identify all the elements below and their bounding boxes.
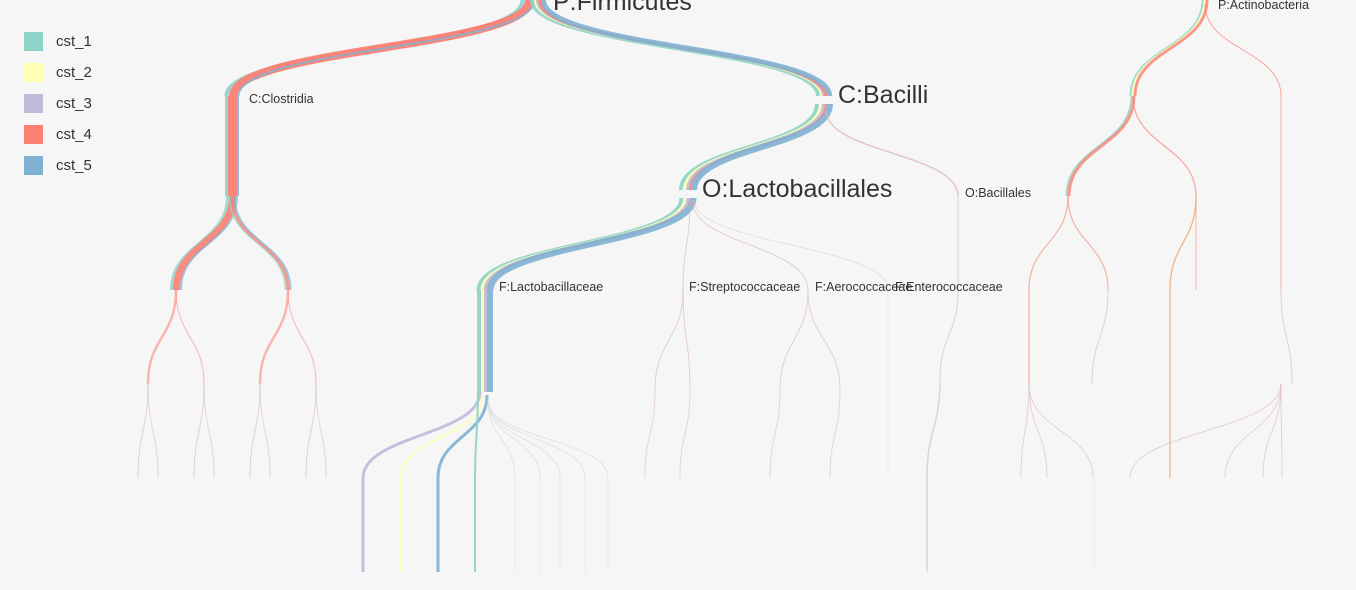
tree-link [1067,195,1109,291]
tree-link [1091,289,1109,385]
node-label-bacillales[interactable]: O:Bacillales [965,186,1031,200]
tree-link [1280,383,1283,479]
legend-swatch [24,32,43,51]
tree-link [1262,383,1282,479]
tree-link [228,195,287,291]
tree-link [233,195,292,291]
node-label-enterococcaceae[interactable]: F:Enterococcaceae [895,280,1003,294]
node-label-firmicutes[interactable]: P:Firmicutes [553,0,692,16]
node-label-streptococcaceae[interactable]: F:Streptococcaceae [689,280,800,294]
tree-link [203,383,215,479]
tree-link [1129,0,1204,97]
legend-swatch [24,125,43,144]
tree-link [1129,383,1282,479]
tree-link [682,289,691,391]
tree-link [487,399,561,479]
tree-link [474,391,479,479]
tree-link [769,389,781,479]
tree-link [287,289,317,385]
tree-link [1280,289,1293,385]
tree-link [644,389,656,479]
legend-label: cst_2 [56,64,92,81]
node-label-lactobacillaceae[interactable]: F:Lactobacillaceae [499,280,603,294]
tree-link [682,199,691,291]
tree-link [1204,3,1282,97]
legend-label: cst_5 [56,157,92,174]
tree-link [487,399,609,479]
tree-link [1132,95,1197,197]
tree-link [147,383,159,479]
tree-link [173,195,236,291]
tree-link [1224,383,1282,479]
tree-link [137,383,149,479]
tree-link [436,394,489,479]
tree-link [487,399,516,479]
tree-labels: P:Firmicutes P:Actinobacteria C:Clostrid… [249,0,1309,294]
tree-link [400,394,484,479]
tree-link [679,389,691,479]
tree-link [305,383,317,479]
tree-link [193,383,205,479]
legend: cst_1 cst_2 cst_3 cst_4 cst_5 [24,26,92,181]
tree-links [137,0,1293,572]
tree-link [691,199,809,291]
legend-label: cst_3 [56,95,92,112]
tree-link [237,0,536,97]
tree-link [1133,0,1209,97]
tree-link [939,289,959,381]
legend-swatch [24,156,43,175]
tree-link [487,197,697,291]
legend-swatch [24,63,43,82]
node-label-aerococcaceae[interactable]: F:Aerococcaceae [815,280,912,294]
legend-item-cst-3[interactable]: cst_3 [24,88,92,119]
tree-link [487,399,586,479]
tree-link [541,0,832,97]
node-label-bacilli[interactable]: C:Bacilli [838,81,928,109]
tree-link [249,383,261,479]
node-label-actinobacteria[interactable]: P:Actinobacteria [1218,0,1309,12]
tree-link [691,103,833,191]
legend-item-cst-2[interactable]: cst_2 [24,57,92,88]
tree-link [807,289,841,391]
node-label-lactobacillales[interactable]: O:Lactobacillales [702,175,892,203]
tree-link [1028,383,1048,479]
tree-link [146,289,178,385]
tree-link [1067,95,1136,197]
legend-item-cst-5[interactable]: cst_5 [24,150,92,181]
tree-link [1020,383,1030,479]
tree-link [654,289,684,391]
node-label-clostridia[interactable]: C:Clostridia [249,92,314,106]
tree-link [825,109,959,197]
legend-label: cst_4 [56,126,92,143]
legend-swatch [24,94,43,113]
legend-item-cst-4[interactable]: cst_4 [24,119,92,150]
tree-link [175,289,205,385]
tree-link [1065,95,1133,197]
tree-link [258,289,290,385]
tree-link [315,383,327,479]
tree-link [1169,195,1197,291]
tree-link [926,379,941,479]
legend-item-cst-1[interactable]: cst_1 [24,26,92,57]
tree-link [829,389,841,479]
tree-link [361,391,482,479]
tree-link [1028,195,1069,291]
tree-link [779,289,809,391]
tree-link [693,199,889,291]
tree-link [259,383,271,479]
legend-label: cst_1 [56,33,92,50]
tree-link [1028,383,1094,479]
tree-link [230,195,290,291]
